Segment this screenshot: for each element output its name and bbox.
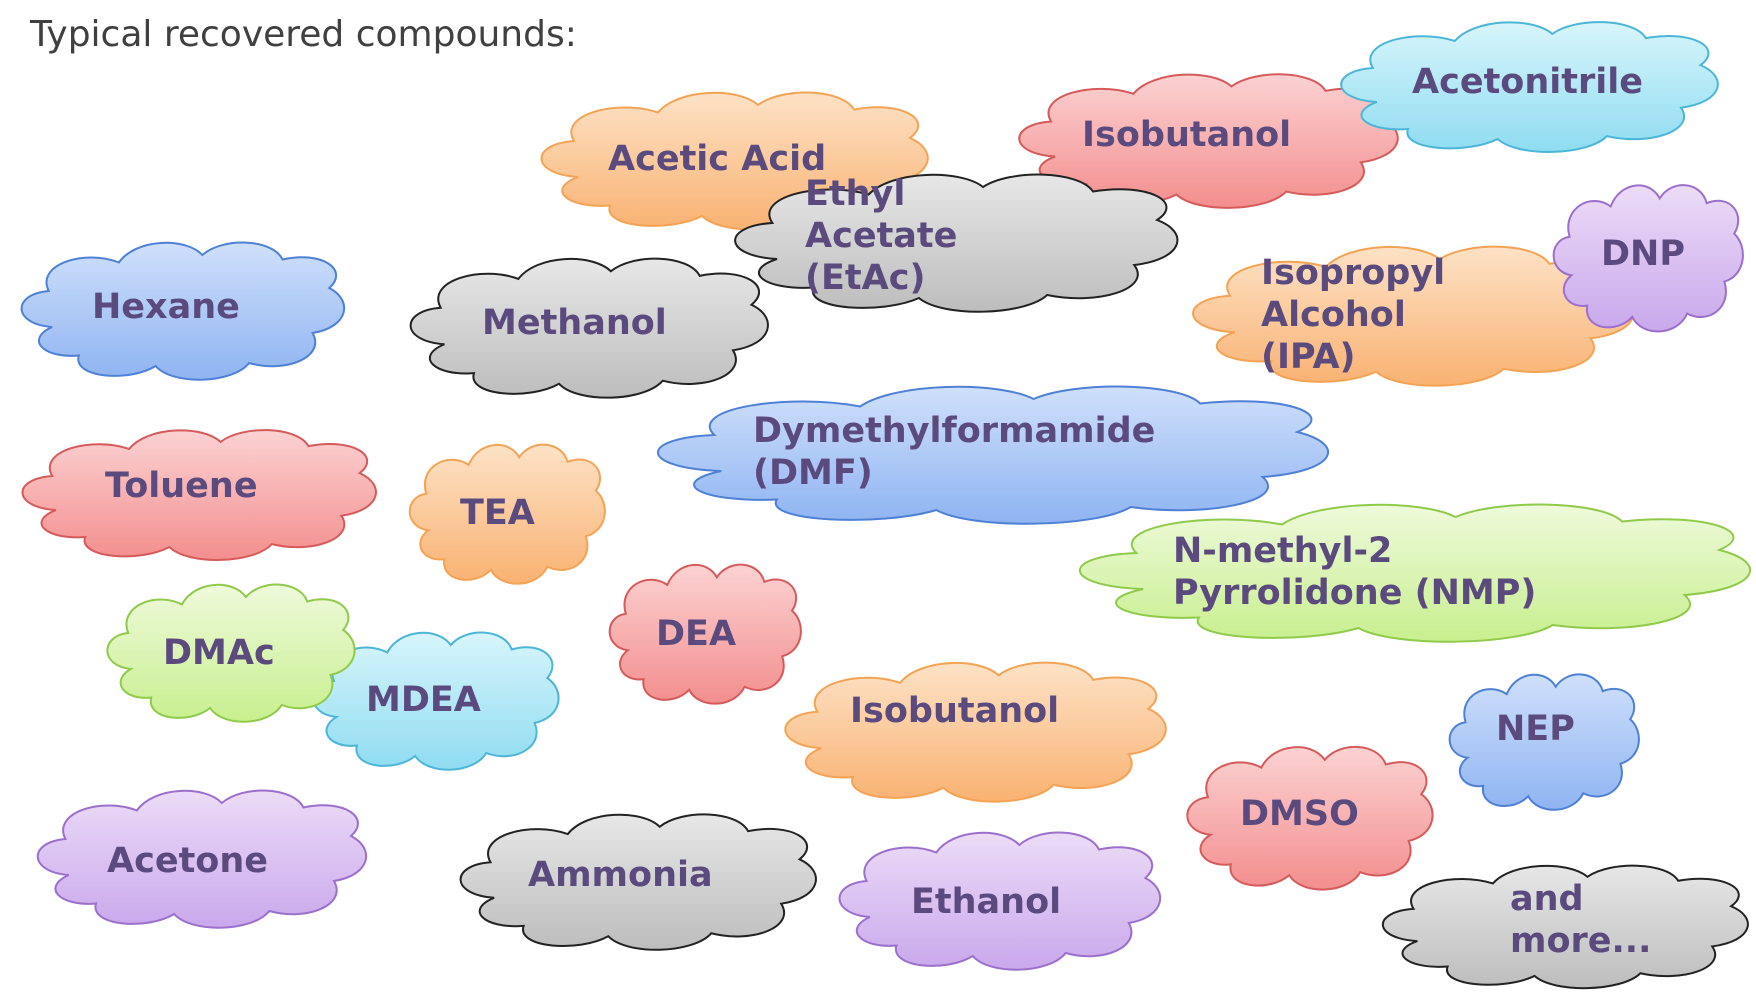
cloud-nep: NEP: [1450, 674, 1639, 809]
cloud-label-dnp: DNP: [1601, 234, 1685, 274]
cloud-label-dmf: (DMF): [753, 453, 873, 493]
cloud-tea: TEA: [410, 445, 605, 584]
cloud-label-acetonitrile: Acetonitrile: [1412, 62, 1643, 102]
cloud-shape: [107, 585, 354, 722]
cloud-dmso: DMSO: [1187, 747, 1432, 890]
cloud-label-ethyl-acetate: (EtAc): [805, 258, 925, 298]
cloud-dnp: DNP: [1554, 185, 1743, 331]
cloud-shape: [1080, 505, 1750, 642]
cloud-shape: [410, 445, 605, 584]
cloud-label-nmp: Pyrrolidone (NMP): [1173, 573, 1536, 613]
cloud-label-dmso: DMSO: [1240, 794, 1359, 834]
cloud-shape: [1187, 747, 1432, 890]
cloud-acetone: Acetone: [38, 791, 366, 928]
cloud-label-isopropyl-alcohol: Alcohol: [1261, 295, 1406, 335]
cloud-label-isopropyl-alcohol: (IPA): [1261, 337, 1356, 377]
cloud-label-ammonia: Ammonia: [528, 855, 713, 895]
cloud-shape: [38, 791, 366, 928]
cloud-shape: [22, 243, 345, 380]
cloud-shape: [461, 814, 816, 949]
cloud-dmac: DMAc: [107, 585, 354, 722]
cloud-label-tea: TEA: [460, 493, 535, 533]
cloud-shape: [23, 430, 376, 560]
cloud-ammonia: Ammonia: [461, 814, 816, 949]
cloud-label-ethyl-acetate: Ethyl: [805, 174, 905, 214]
cloud-toluene: Toluene: [23, 430, 376, 560]
cloud-label-and-more: and: [1510, 879, 1584, 919]
cloud-shape: [735, 175, 1177, 312]
cloud-label-ethyl-acetate: Acetate: [805, 216, 957, 256]
cloud-ethanol: Ethanol: [840, 833, 1161, 970]
cloud-label-nep: NEP: [1496, 709, 1575, 749]
cloud-label-acetone: Acetone: [107, 841, 268, 881]
cloud-shape: [610, 565, 801, 704]
cloud-acetonitrile: Acetonitrile: [1341, 22, 1718, 152]
cloud-isobutanol-mid: Isobutanol: [785, 663, 1165, 802]
cloud-label-methanol: Methanol: [482, 303, 667, 343]
cloud-shape: [1383, 866, 1748, 989]
cloud-dmf: Dymethylformamide(DMF): [658, 387, 1328, 524]
cloud-mdea: MDEA: [313, 633, 558, 770]
cloud-hexane: Hexane: [22, 243, 345, 380]
cloud-shape: [313, 633, 558, 770]
cloud-dea: DEA: [610, 565, 801, 704]
cloud-label-acetic-acid: Acetic Acid: [608, 139, 826, 179]
cloud-label-dea: DEA: [656, 614, 736, 654]
cloud-label-and-more: more...: [1510, 921, 1651, 961]
cloud-and-more: andmore...: [1383, 866, 1748, 989]
cloud-shape: [840, 833, 1161, 970]
cloud-label-mdea: MDEA: [366, 680, 481, 720]
cloud-label-nmp: N-methyl-2: [1173, 531, 1392, 571]
cloud-label-isopropyl-alcohol: Isopropyl: [1261, 253, 1445, 293]
cloud-label-dmf: Dymethylformamide: [753, 411, 1155, 451]
cloud-label-isobutanol-top: Isobutanol: [1082, 115, 1291, 155]
cloud-shape: [1554, 185, 1743, 331]
cloud-label-ethanol: Ethanol: [911, 882, 1061, 922]
cloud-shape: [1450, 674, 1639, 809]
cloud-shape: [411, 259, 768, 398]
cloud-label-hexane: Hexane: [92, 287, 240, 327]
cloud-label-toluene: Toluene: [105, 466, 258, 506]
page-heading: Typical recovered compounds:: [30, 14, 577, 55]
cloud-shape: [658, 387, 1328, 524]
cloud-label-dmac: DMAc: [163, 633, 275, 673]
cloud-shape: [1341, 22, 1718, 152]
cloud-methanol: Methanol: [411, 259, 768, 398]
cloud-shape: [785, 663, 1165, 802]
cloud-label-isobutanol-mid: Isobutanol: [850, 691, 1059, 731]
